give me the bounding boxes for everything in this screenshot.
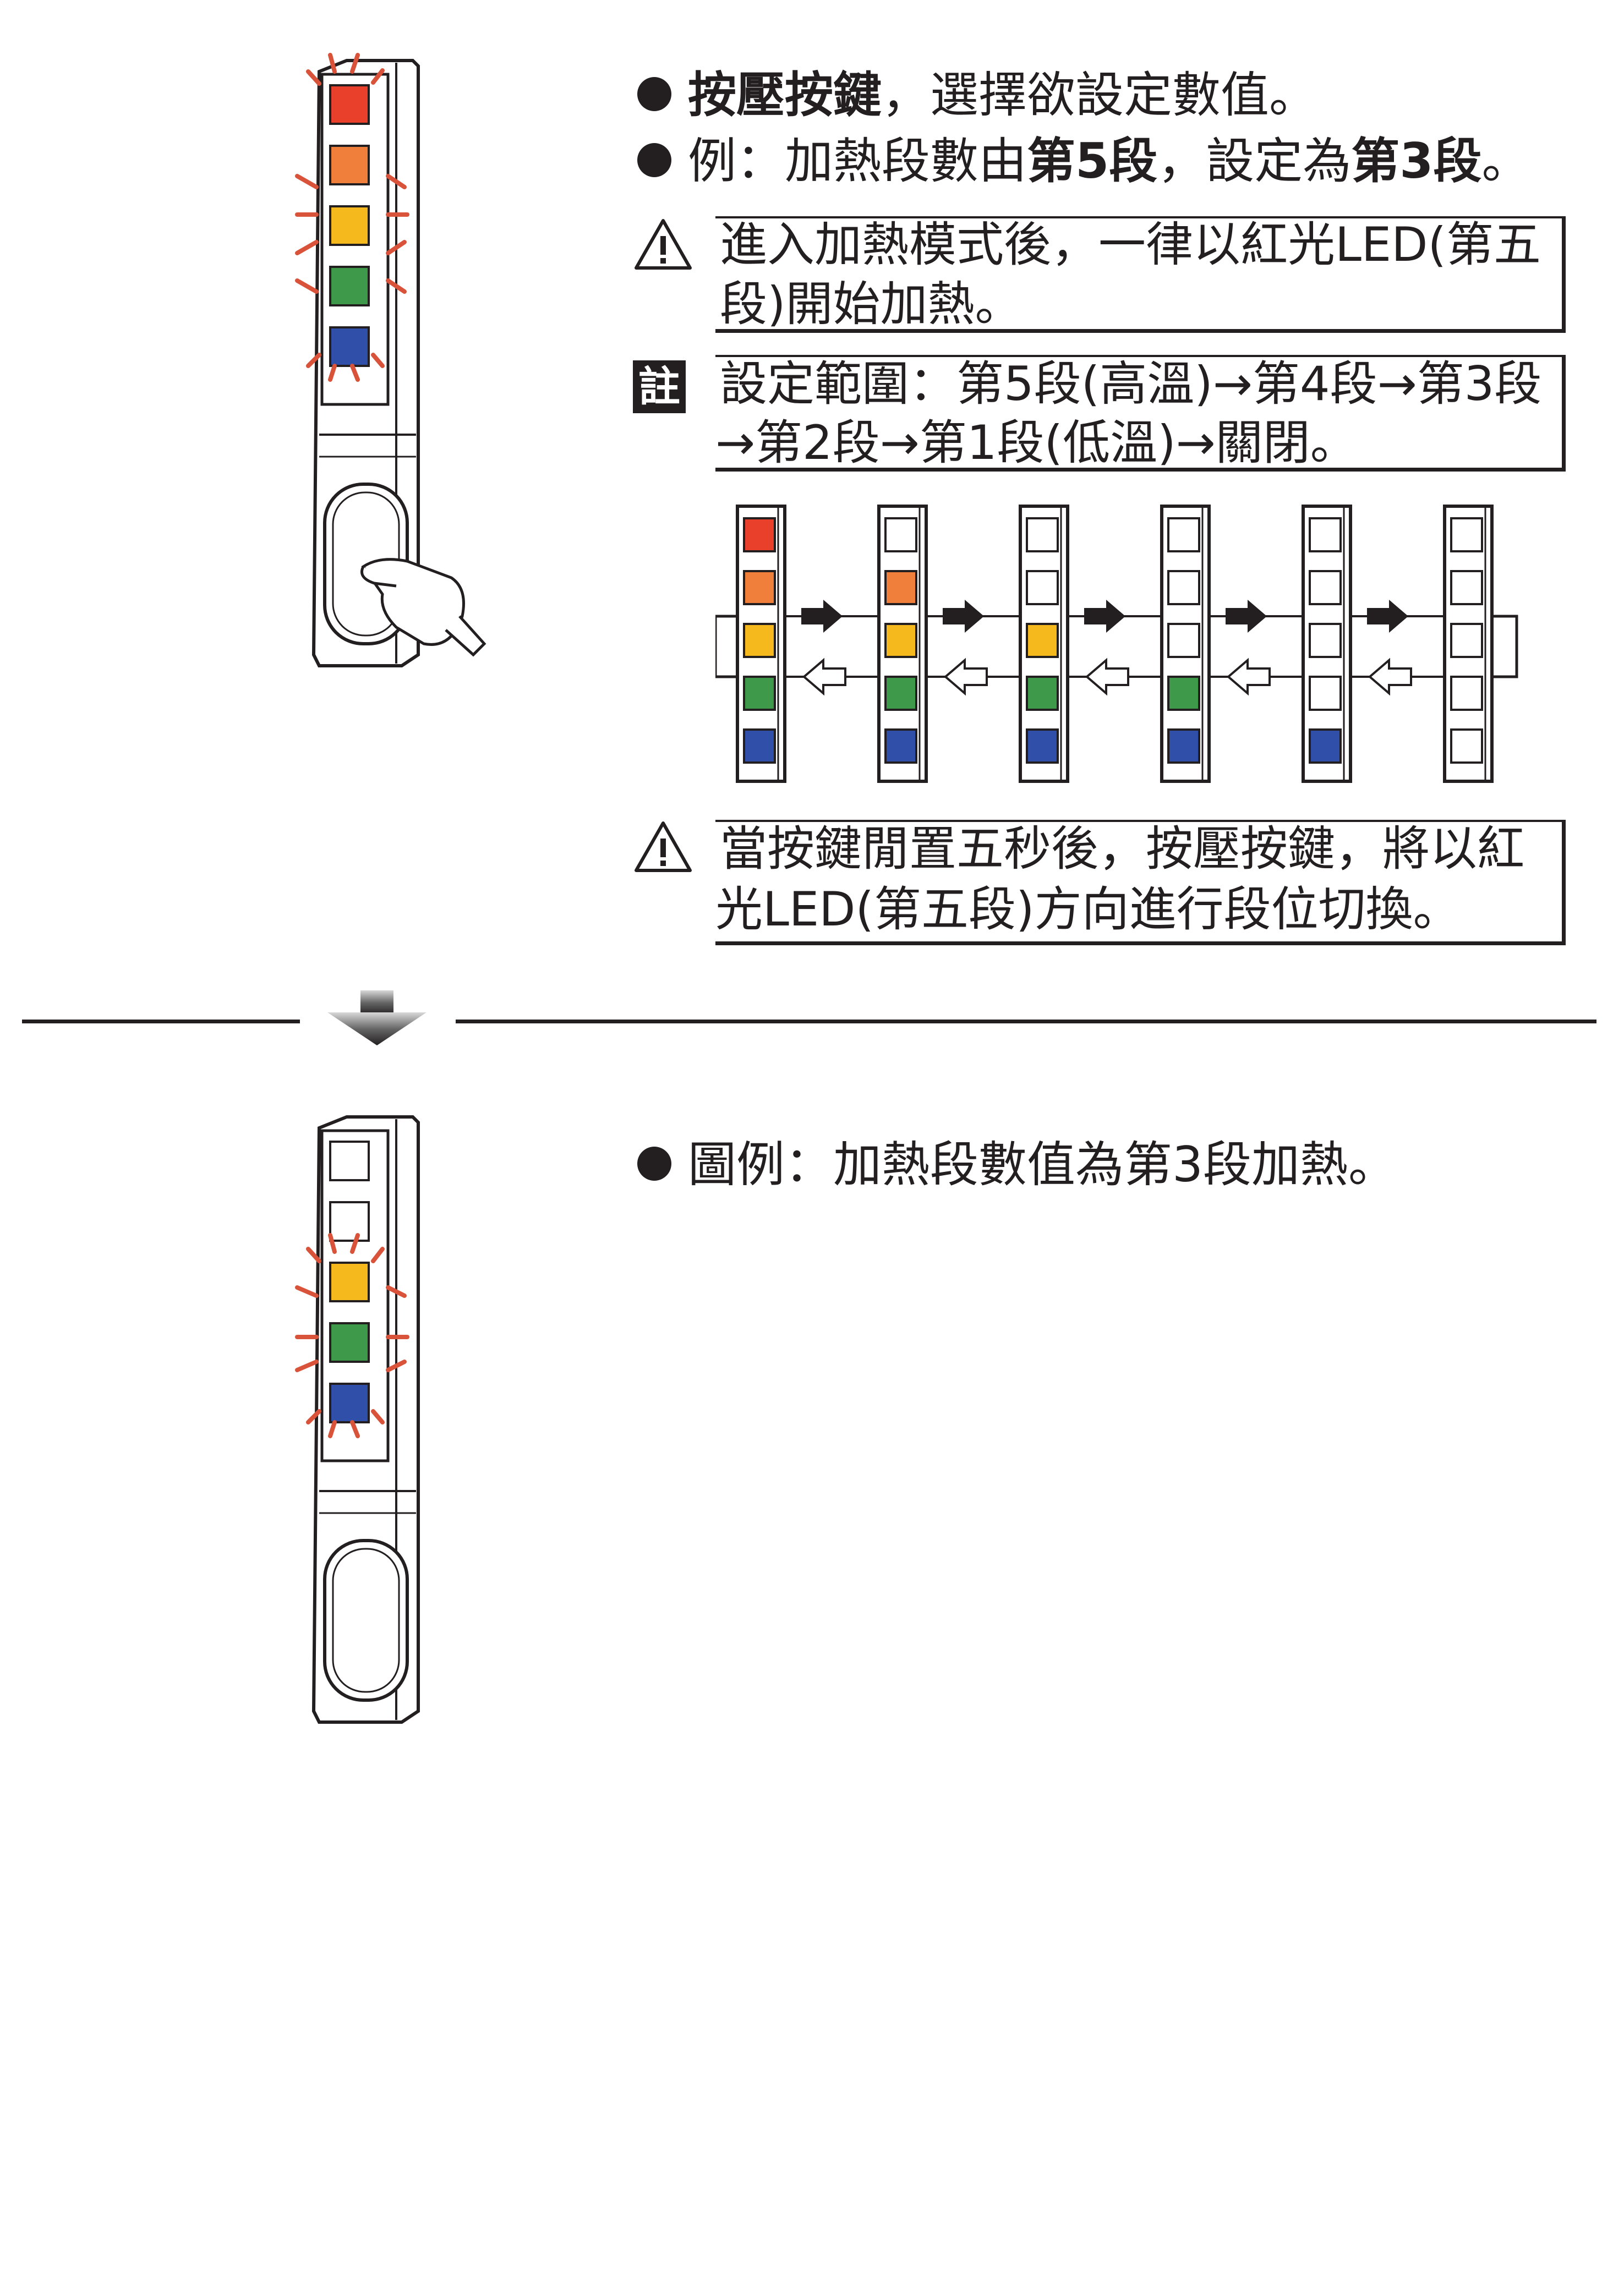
device-illustration-top: [295, 53, 486, 667]
arrow-left-icon: [1226, 657, 1271, 696]
led-yellow: [329, 205, 370, 246]
sequence-led: [1450, 623, 1483, 658]
warning-triangle-icon: [635, 821, 692, 872]
sequence-led: [743, 676, 776, 711]
instruction-line-2: 例：加熱段數由第5段，設定為第3段。: [637, 131, 1530, 191]
warning-2-line-2: 光LED(第五段)方向進行段位切換。: [715, 882, 1461, 937]
sequence-led: [743, 517, 776, 552]
sequence-led: [1450, 676, 1483, 711]
bullet-icon: [637, 1147, 671, 1181]
sequence-led: [743, 623, 776, 658]
arrow-right-icon: [943, 600, 984, 633]
sequence-led: [1167, 728, 1200, 764]
loop-connector-right: [1492, 615, 1518, 678]
warning-1-line-1: 進入加熱模式後，一律以紅光LED(第五: [720, 217, 1541, 272]
led-green: [329, 266, 370, 306]
device-illustration-bottom: [295, 1115, 420, 1724]
led-orange: [329, 145, 370, 185]
loop-connector-left: [715, 615, 737, 678]
sequence-strip-level-4: [877, 505, 928, 783]
sequence-strip-level-5: [736, 505, 786, 783]
example-prefix: 例：加熱段數由: [688, 133, 1027, 189]
sequence-led: [1167, 570, 1200, 605]
led-blue: [329, 1383, 370, 1423]
sequence-led: [884, 623, 917, 658]
sequence-led: [884, 517, 917, 552]
emphasis-press-button: 按壓按鍵: [688, 67, 882, 123]
sequence-led: [1309, 570, 1342, 605]
example-caption: 圖例：加熱段數值為第3段加熱。: [637, 1135, 1397, 1195]
instruction-1-text: ，選擇欲設定數值。: [882, 67, 1318, 123]
led-yellow: [329, 1262, 370, 1302]
led-green: [329, 1322, 370, 1363]
sequence-led: [1026, 676, 1059, 711]
section-divider-left: [22, 1020, 300, 1023]
arrow-right-icon: [1226, 600, 1267, 633]
arrow-left-icon: [1368, 657, 1412, 696]
warning-2-line-1: 當按鍵閒置五秒後，按壓按鍵，將以紅: [720, 821, 1524, 876]
sequence-led: [1026, 570, 1059, 605]
warning-box-1: [715, 216, 1566, 333]
flash-marks: [295, 1233, 409, 1438]
device-button[interactable]: [323, 1539, 409, 1702]
sequence-led: [743, 570, 776, 605]
arrow-right-icon: [801, 600, 843, 633]
led-blue: [329, 326, 370, 367]
level-sequence-diagram: [715, 505, 1518, 783]
arrow-left-icon: [802, 657, 846, 696]
flash-marks: [295, 53, 409, 382]
arrow-left-icon: [1085, 657, 1129, 696]
example-suffix: 。: [1481, 133, 1530, 189]
sequence-strip-level-1: [1302, 505, 1352, 783]
led-red: [329, 84, 370, 125]
warning-1-line-2: 段)開始加熱。: [720, 277, 1023, 332]
sequence-led: [1309, 728, 1342, 764]
note-line-1: 設定範圍：第5段(高溫)→第4段→第3段: [720, 357, 1542, 412]
sequence-led: [884, 728, 917, 764]
sequence-led: [1309, 676, 1342, 711]
note-badge: 註: [633, 360, 686, 413]
arrow-left-icon: [943, 657, 988, 696]
sequence-led: [1167, 676, 1200, 711]
sequence-led: [743, 728, 776, 764]
sequence-led: [1450, 517, 1483, 552]
arrow-right-icon: [1367, 600, 1408, 633]
bullet-icon: [637, 77, 671, 112]
instruction-line-1: 按壓按鍵，選擇欲設定數值。: [637, 65, 1317, 125]
sequence-led: [1450, 728, 1483, 764]
note-box: [715, 355, 1566, 472]
sequence-led: [1309, 517, 1342, 552]
sequence-strip-level-2: [1160, 505, 1211, 783]
sequence-led: [1450, 570, 1483, 605]
example-to-level: 第3段: [1351, 133, 1482, 189]
sequence-led: [884, 570, 917, 605]
sequence-led: [1026, 517, 1059, 552]
sequence-led: [1167, 623, 1200, 658]
warning-box-2: [715, 820, 1566, 945]
down-arrow-icon: [327, 990, 427, 1045]
example-caption-text: 圖例：加熱段數值為第3段加熱。: [688, 1136, 1397, 1193]
arrow-right-icon: [1084, 600, 1125, 633]
sequence-strip-level-0: [1443, 505, 1494, 783]
sequence-led: [1309, 623, 1342, 658]
led-orange-off: [329, 1201, 370, 1242]
finger-press-icon: [360, 558, 486, 657]
led-red-off: [329, 1141, 370, 1181]
section-divider-right: [456, 1020, 1596, 1023]
sequence-led: [1026, 623, 1059, 658]
sequence-led: [1026, 728, 1059, 764]
example-mid: ，設定為: [1157, 133, 1352, 189]
sequence-led: [1167, 517, 1200, 552]
warning-triangle-icon: [635, 219, 692, 270]
note-line-2: →第2段→第1段(低溫)→關閉。: [715, 415, 1358, 470]
bullet-icon: [637, 143, 671, 178]
sequence-led: [884, 676, 917, 711]
example-from-level: 第5段: [1027, 133, 1158, 189]
sequence-strip-level-3: [1019, 505, 1069, 783]
